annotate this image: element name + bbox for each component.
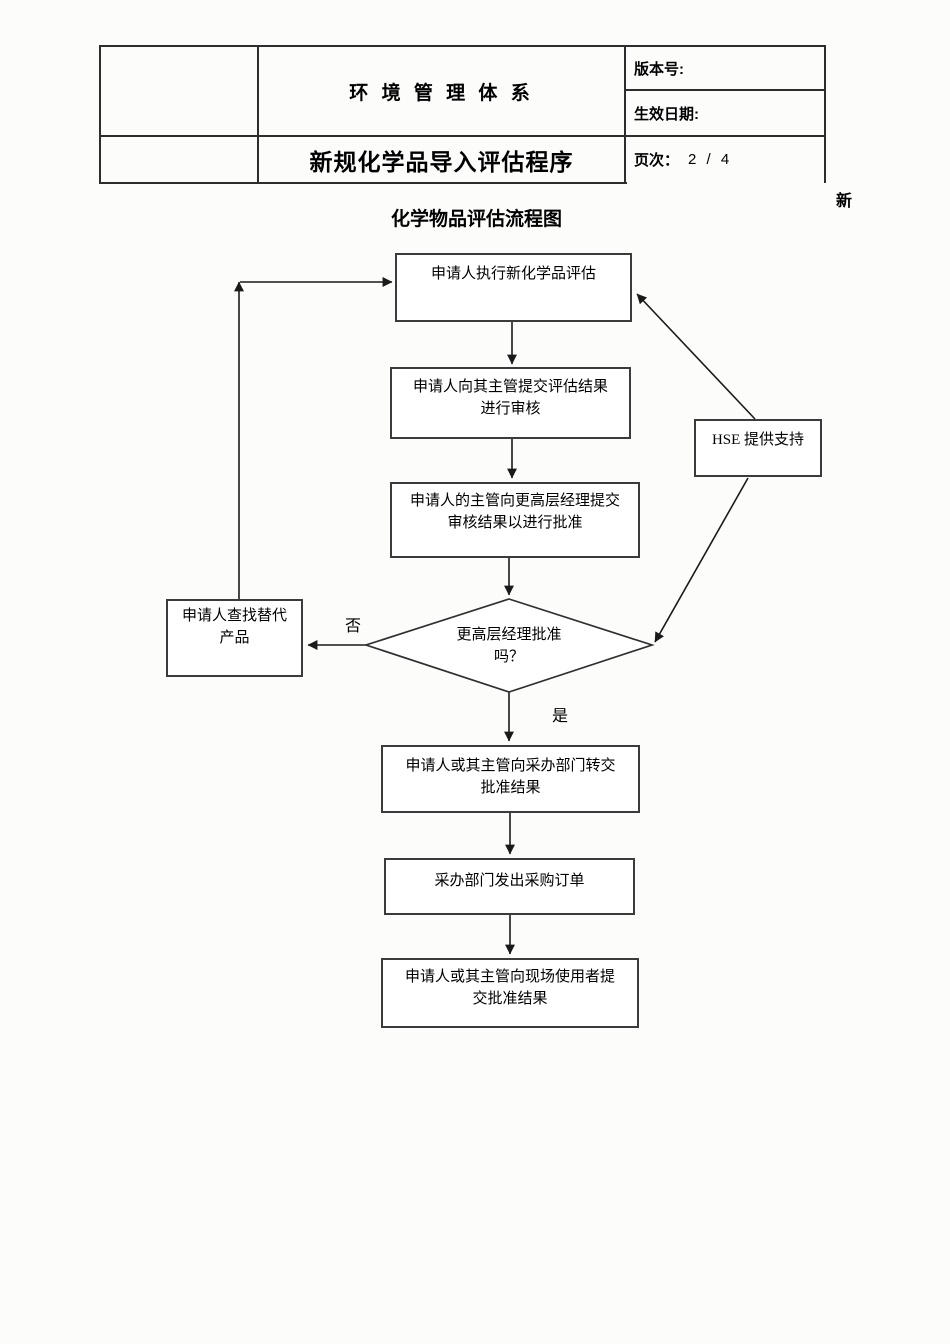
table-border-left	[99, 45, 101, 184]
flow-node-alternative: 申请人查找替代 产品	[166, 599, 303, 677]
table-border-bottom	[99, 182, 627, 184]
flowchart-title: 化学物品评估流程图	[391, 209, 563, 230]
table-divider-row	[99, 135, 826, 137]
flow-node-site-users: 申请人或其主管向现场使用者提 交批准结果	[381, 958, 639, 1028]
table-divider-version-date	[624, 89, 826, 91]
system-title: 环 境 管 理 体 系	[349, 82, 534, 104]
flow-node-purchase-order: 采办部门发出采购订单	[384, 858, 635, 915]
page-label: 页次：	[634, 152, 680, 169]
flow-node-submit-approval: 申请人的主管向更高层经理提交 审核结果以进行批准	[390, 482, 640, 558]
arrow-hse-to-decision	[654, 477, 749, 643]
table-divider-col2	[624, 45, 626, 183]
version-label: 版本号:	[634, 60, 684, 78]
effective-date-label: 生效日期:	[634, 105, 699, 123]
table-border-top	[99, 45, 826, 47]
flow-node-decision: 更高层经理批准 吗？	[456, 626, 562, 665]
flow-node-hse-support: HSE 提供支持	[694, 419, 822, 477]
page-number-cell: 页次： 2 / 4	[634, 137, 824, 182]
flow-node-evaluate: 申请人执行新化学品评估	[395, 253, 632, 322]
decision-diamond-shape	[363, 598, 655, 693]
arrow-hse-to-evaluate	[636, 293, 756, 420]
table-divider-col1	[257, 45, 259, 184]
wrapped-title-char: 新	[836, 193, 853, 210]
flow-node-forward-procurement: 申请人或其主管向采办部门转交 批准结果	[381, 745, 640, 813]
page-value: 2 / 4	[688, 151, 733, 168]
document-title: 新规化学品导入评估程序	[309, 148, 574, 175]
flow-node-submit-review: 申请人向其主管提交评估结果 进行审核	[390, 367, 631, 439]
edge-label-yes: 是	[552, 708, 569, 725]
edge-label-no: 否	[345, 618, 362, 635]
table-border-right	[824, 45, 826, 183]
